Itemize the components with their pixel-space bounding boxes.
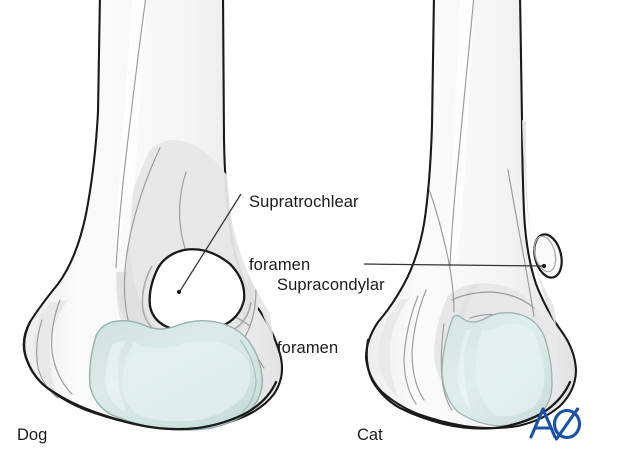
- leader-lines: [176, 193, 547, 295]
- annotation-supracondylar-line1: Supracondylar: [277, 276, 385, 294]
- cat-supracondylar-foramen: [533, 233, 563, 279]
- leader-dot-supracondylar: [541, 263, 547, 269]
- dog-articular-cartilage: [88, 319, 263, 431]
- cat-articular-cartilage: [441, 312, 553, 427]
- cat-humerus: [364, 0, 578, 430]
- annotation-supracondylar-line2: foramen: [277, 339, 339, 357]
- ao-foundation-logo: [529, 407, 582, 441]
- annotation-supratrochlear-foramen: Supratrochlear foramen: [249, 150, 359, 318]
- annotation-supracondylar-foramen: Supracondylar foramen: [277, 233, 385, 401]
- dog-condyle-edge: [23, 320, 278, 431]
- species-label-dog: Dog: [17, 426, 48, 444]
- leader-line-supracondylar: [363, 263, 544, 267]
- species-label-cat: Cat: [357, 426, 383, 444]
- annotation-supratrochlear-line2: foramen: [249, 256, 311, 274]
- leader-dot-supratrochlear: [176, 289, 182, 295]
- leader-line-supratrochlear: [179, 193, 242, 292]
- annotation-supratrochlear-line1: Supratrochlear: [249, 193, 359, 211]
- dog-humerus: [22, 0, 284, 431]
